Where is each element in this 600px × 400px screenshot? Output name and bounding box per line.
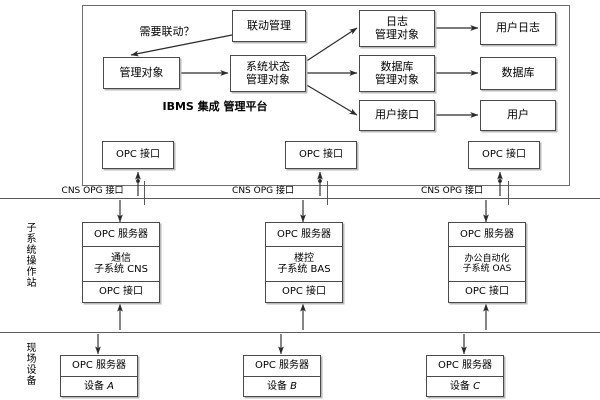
subsystem-cns[interactable]: OPC 服务器 通信 子系统 CNS OPC 接口 (82, 222, 160, 303)
device-c-letter: C (473, 380, 481, 392)
node-user-interface[interactable]: 用户接口 (359, 100, 435, 131)
lower-bus-line (0, 332, 600, 333)
device-c-name: 设备 C (427, 375, 503, 397)
node-system-state-object-line2: 管理对象 (246, 72, 290, 86)
platform-opc-interface-3-label: OPC 接口 (481, 149, 527, 161)
subsystem-oas-opc-interface: OPC 接口 (449, 281, 525, 302)
node-log-management-object-line1: 日志 (386, 15, 408, 29)
node-managed-object[interactable]: 管理对象 (103, 57, 180, 89)
platform-title: IBMS 集成 管理平台 (150, 100, 280, 114)
layer-label-subsystem-station: 子系统操作站 (24, 222, 35, 288)
node-user[interactable]: 用户 (480, 100, 556, 131)
layer-label-field-devices: 现场设备 (24, 342, 35, 386)
device-a[interactable]: OPC 服务器 设备 A (60, 355, 138, 397)
subsystem-bas-opc-interface: OPC 接口 (266, 281, 342, 302)
platform-opc-interface-2-label: OPC 接口 (298, 149, 344, 161)
node-system-state-object[interactable]: 系统状态 管理对象 (230, 55, 306, 92)
subsystem-bas[interactable]: OPC 服务器 楼控 子系统 BAS OPC 接口 (265, 222, 343, 303)
device-a-prefix: 设备 (83, 380, 108, 392)
device-b-prefix: 设备 (266, 380, 291, 392)
node-log-management-object-line2: 管理对象 (375, 27, 419, 41)
linkage-condition-label: 需要联动？ (139, 25, 195, 38)
device-b-letter: B (290, 380, 298, 392)
device-b-name: 设备 B (244, 375, 320, 397)
node-database-management-object-line1: 数据库 (380, 60, 414, 74)
node-linkage-management-label: 联动管理 (247, 18, 291, 32)
bus-label-3: CNS OPG 接口 (421, 186, 483, 196)
platform-opc-interface-1-label: OPC 接口 (115, 149, 161, 161)
bus-label-2: CNS OPG 接口 (232, 186, 294, 196)
subsystem-bas-name: 楼控 子系统 BAS (266, 246, 342, 281)
device-b-server: OPC 服务器 (254, 360, 310, 372)
node-system-state-object-line1: 系统状态 (246, 60, 290, 74)
subsystem-oas-name: 办公自动化 子系统 OAS (449, 246, 525, 281)
platform-title-line2: 管理平台 (223, 100, 268, 113)
device-c-prefix: 设备 (449, 380, 474, 392)
node-user-log-label: 用户日志 (496, 21, 540, 35)
platform-opc-interface-1[interactable]: OPC 接口 (102, 141, 174, 169)
subsystem-bas-server: OPC 服务器 (276, 228, 332, 240)
platform-opc-interface-2[interactable]: OPC 接口 (285, 141, 357, 169)
node-user-label: 用户 (507, 108, 529, 122)
device-b[interactable]: OPC 服务器 设备 B (243, 355, 321, 397)
node-database[interactable]: 数据库 (480, 57, 556, 90)
subsystem-cns-server: OPC 服务器 (93, 228, 149, 240)
device-c-server: OPC 服务器 (437, 360, 493, 372)
device-a-name: 设备 A (61, 375, 137, 397)
bus-divider-2 (327, 181, 328, 205)
bus-divider-1 (144, 181, 145, 205)
upper-bus-line (0, 198, 600, 199)
device-c[interactable]: OPC 服务器 设备 C (426, 355, 504, 397)
node-database-management-object-line2: 管理对象 (375, 72, 419, 86)
node-user-interface-label: 用户接口 (375, 108, 419, 122)
node-managed-object-label: 管理对象 (119, 65, 164, 79)
subsystem-oas[interactable]: OPC 服务器 办公自动化 子系统 OAS OPC 接口 (448, 222, 526, 303)
subsystem-cns-name: 通信 子系统 CNS (83, 246, 159, 281)
bus-divider-3 (508, 181, 509, 205)
platform-title-line1: IBMS 集成 (162, 100, 220, 113)
node-database-management-object[interactable]: 数据库 管理对象 (359, 55, 435, 92)
platform-opc-interface-3[interactable]: OPC 接口 (468, 141, 540, 169)
device-a-server: OPC 服务器 (71, 360, 127, 372)
device-a-letter: A (107, 380, 115, 392)
ibms-platform-panel (82, 5, 570, 186)
node-linkage-management[interactable]: 联动管理 (232, 10, 306, 42)
node-log-management-object[interactable]: 日志 管理对象 (359, 10, 435, 47)
node-user-log[interactable]: 用户日志 (480, 12, 556, 45)
subsystem-oas-server: OPC 服务器 (459, 228, 515, 240)
subsystem-cns-opc-interface: OPC 接口 (83, 281, 159, 302)
bus-label-1: CNS OPG 接口 (61, 186, 124, 196)
node-database-label: 数据库 (501, 66, 535, 80)
